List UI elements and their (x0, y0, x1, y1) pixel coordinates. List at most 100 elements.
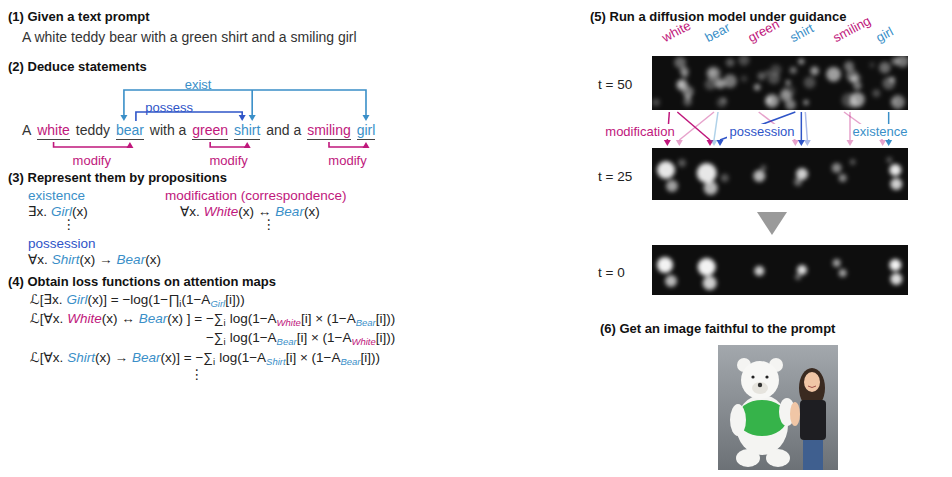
section-heading-text: (1) Given a text prompt (8, 9, 150, 24)
relation-label-text: modify (210, 153, 248, 168)
section-heading: (3) Represent them by propositions (8, 167, 227, 186)
relation-label-text: exist (185, 77, 212, 92)
attention-blob (890, 273, 902, 285)
loss-formula-text: Bear (340, 356, 360, 367)
arrowhead (879, 140, 886, 146)
attention-blob (794, 178, 802, 186)
attention-blob (810, 66, 819, 75)
attention-strip (652, 56, 908, 110)
attention-blob (848, 99, 858, 109)
attention-blob (896, 56, 908, 67)
attention-blob (683, 97, 692, 106)
ellipsis: ⋮ (62, 214, 76, 233)
attention-blob (850, 159, 856, 165)
guidance-line (801, 112, 803, 140)
attention-blob (846, 69, 858, 81)
arrowhead (126, 142, 133, 148)
arrowhead (798, 140, 805, 146)
attention-blob (833, 259, 841, 267)
arrowhead (676, 140, 683, 146)
loss-formula-text: [i])) (225, 292, 245, 307)
proposition-text: (x) → (80, 252, 113, 267)
proposition-text: Bear (117, 252, 146, 267)
loss-formula-text: [i])) (361, 350, 381, 365)
timestep-label-text: t = 0 (598, 265, 625, 280)
prompt-words-text: teddy (76, 122, 110, 138)
proposition-text: (x) (72, 204, 88, 219)
proposition: ∃x.Girl(x) (28, 201, 88, 220)
loss-formula-text: (x) ] = −∑ (167, 311, 223, 326)
attention-blob (741, 75, 748, 82)
attention-blob (844, 61, 854, 71)
prompt-words-text: with a (150, 122, 187, 138)
proposition-text: Shirt (52, 252, 80, 267)
section-heading: (6) Get an image faithful to the prompt (600, 318, 835, 337)
loss-formula: ℒ[∀x.Shirt(x) →Bear(x)] = −∑ilog(1−AShir… (30, 347, 380, 367)
proposition: ∀x.Shirt(x) →Bear(x) (28, 249, 161, 268)
prompt-words-text: A (22, 122, 31, 138)
loss-formula-text: (1−A (181, 292, 210, 307)
attention-blob (839, 269, 847, 277)
prompt-text: A white teddy bear with a green shirt an… (22, 27, 357, 46)
proposition-text: (x) (145, 252, 161, 267)
loss-formula-text: (x) → (95, 350, 128, 365)
arrowhead (239, 115, 246, 121)
attention-blob (674, 57, 686, 69)
loss-formula-text: [i] × (1−A (301, 311, 356, 326)
loss-formula-text: i (179, 298, 181, 309)
bear-eye (751, 375, 754, 378)
prompt-words-text: green (192, 122, 228, 140)
relation-label: possess (145, 97, 193, 116)
prompt-words-text: and a (266, 122, 301, 138)
ellipsis-text: ⋮ (190, 367, 204, 382)
relation-label-text: modify (73, 153, 111, 168)
guidance-label-text: modification (603, 124, 676, 139)
bracket-line (124, 90, 366, 116)
proposition: ∀x.White(x) ↔Bear(x) (180, 201, 320, 220)
bracket-line (251, 90, 253, 116)
girl-top (800, 400, 826, 440)
prompt-words: Awhiteteddybearwith agreenshirtand asmil… (22, 120, 375, 139)
ellipsis-text: ⋮ (262, 217, 276, 232)
attention-blob (892, 99, 897, 104)
attention-blob (770, 64, 781, 75)
arrowhead (244, 142, 251, 148)
attention-blob (890, 178, 902, 190)
guidance-line (679, 112, 714, 140)
guidance-line (714, 112, 718, 140)
attention-blob (738, 56, 749, 66)
guidance-label: modification (603, 121, 676, 140)
bracket-line (210, 142, 247, 147)
loss-formula-text: [i])) (376, 311, 396, 326)
loss-formula-text: i (213, 356, 215, 367)
attention-blob (704, 181, 718, 195)
arrowhead (711, 140, 718, 146)
attention-blob (786, 80, 791, 85)
attention-blob (797, 265, 807, 275)
loss-formula-text: −∑ (206, 330, 224, 345)
loss-formula-text: Bear (277, 336, 297, 347)
arrowhead (120, 115, 127, 121)
guidance-label: possession (727, 121, 796, 140)
arrowhead (717, 140, 724, 146)
attention-blob (716, 79, 726, 89)
attention-blob (891, 95, 905, 109)
attention-blob (758, 72, 766, 80)
arrowhead (664, 140, 671, 146)
proposition-text: (x) (304, 204, 320, 219)
timestep-label: t = 0 (598, 262, 625, 281)
token-label-text: girl (873, 24, 895, 45)
bracket-line (329, 142, 366, 147)
loss-formula-text: i (224, 336, 226, 347)
attention-blob (754, 266, 764, 276)
arrowhead (804, 140, 811, 146)
token-label: girl (872, 21, 896, 46)
section-heading-text: (6) Get an image faithful to the prompt (600, 321, 835, 336)
attention-blob (708, 69, 717, 78)
relation-label-text: possess (145, 100, 193, 115)
attention-blob (872, 89, 880, 97)
proposition-kind-text: modification (correspondence) (165, 188, 347, 203)
attention-strip (652, 245, 908, 295)
prompt-words-text: bear (116, 122, 144, 140)
